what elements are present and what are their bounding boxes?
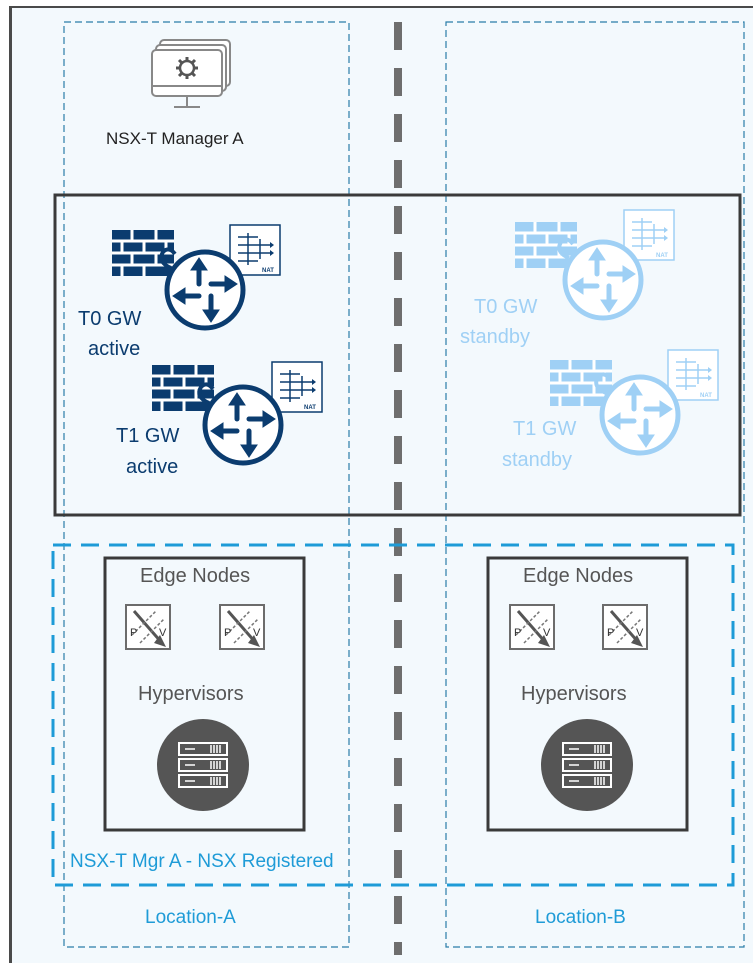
t1-standby-name: T1 GW	[513, 418, 577, 440]
switch-b2-p: P	[607, 627, 615, 639]
cluster-a-hyper-title: Hypervisors	[138, 683, 244, 705]
t1-active-state: active	[126, 456, 179, 478]
t1-standby-nat-icon	[667, 349, 719, 401]
t1-standby-firewall-icon	[548, 358, 614, 408]
hypervisor-servers-b-icon	[540, 718, 634, 812]
switch-b1-p: P	[514, 627, 522, 639]
cluster-b-edge-title: Edge Nodes	[523, 565, 634, 587]
location-a-label: Location-A	[145, 907, 236, 928]
manager-label: NSX-T Manager A	[106, 129, 244, 148]
switch-a1-v: V	[159, 627, 167, 639]
registration-boundary	[51, 543, 735, 887]
manager-monitor-icon	[151, 39, 231, 108]
t0-standby-state: standby	[460, 326, 531, 348]
cluster-a-edge-title: Edge Nodes	[140, 565, 251, 587]
t1-active-firewall-icon	[150, 363, 216, 413]
switch-a1-p: P	[130, 627, 138, 639]
gateway-box	[53, 193, 742, 517]
cluster-b-hyper-title: Hypervisors	[521, 683, 627, 705]
t1-active-name: T1 GW	[116, 425, 180, 447]
switch-a2-p: P	[224, 627, 232, 639]
t1-standby-state: standby	[502, 449, 573, 471]
t0-active-name: T0 GW	[78, 308, 142, 330]
switch-a2-v: V	[253, 627, 261, 639]
location-b-boundary	[445, 21, 745, 948]
t0-active-state: active	[88, 338, 141, 360]
t1-active-nat-icon	[271, 361, 323, 413]
switch-b2-v: V	[636, 627, 644, 639]
switch-b1-v: V	[543, 627, 551, 639]
t0-standby-name: T0 GW	[474, 296, 538, 318]
location-b-label: Location-B	[535, 907, 626, 928]
hypervisor-servers-a-icon	[156, 718, 250, 812]
registration-label: NSX-T Mgr A - NSX Registered	[70, 851, 334, 872]
